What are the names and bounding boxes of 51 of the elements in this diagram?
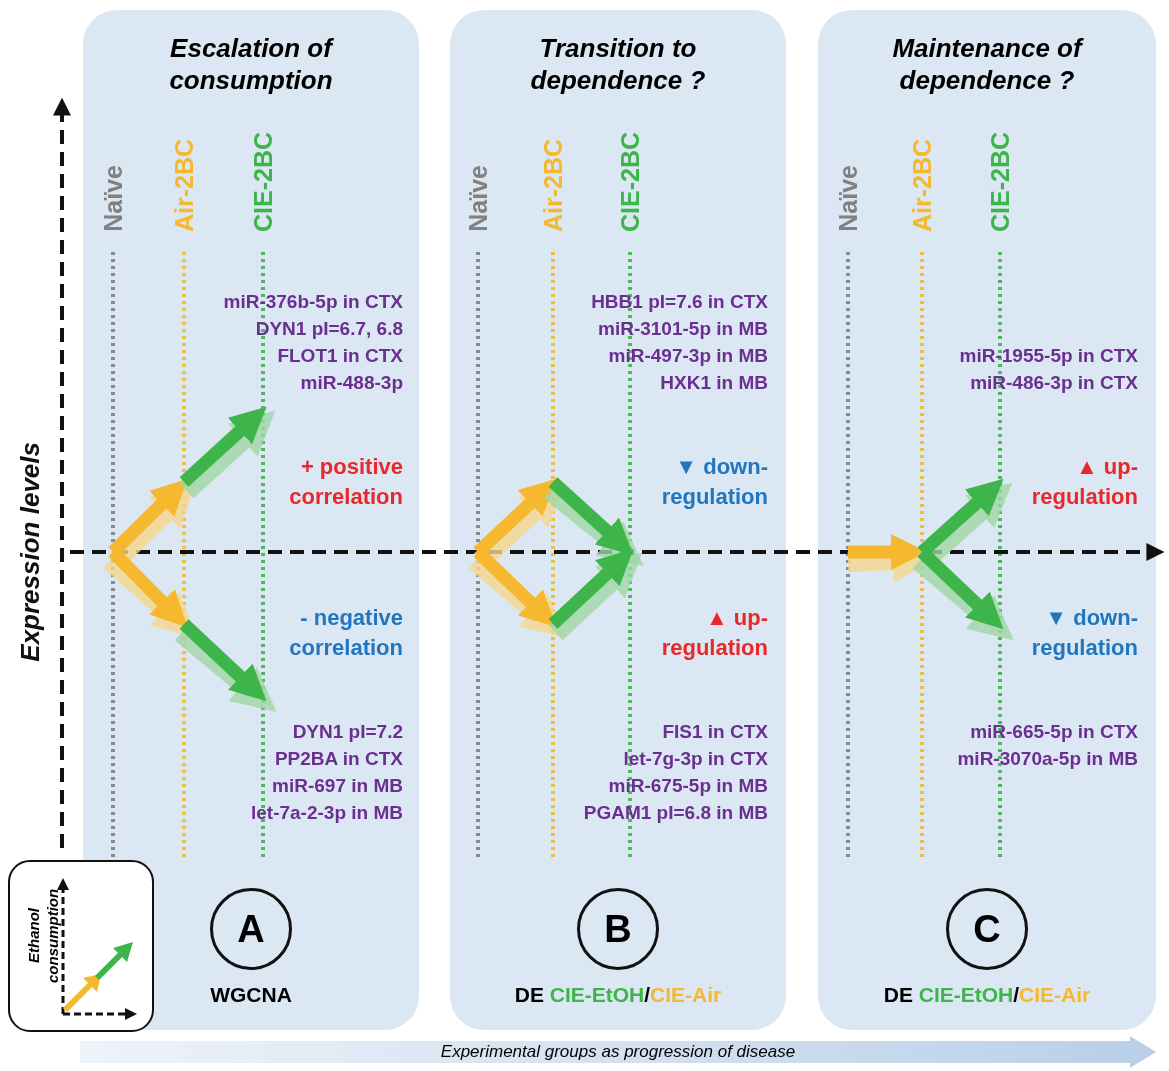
gene-label: miR-486-3p in CTX bbox=[970, 371, 1138, 395]
panel-letter-circle: C bbox=[946, 888, 1028, 970]
gene-label: miR-1955-5p in CTX bbox=[959, 344, 1138, 368]
progress-arrow: Experimental groups as progression of disease bbox=[80, 1036, 1156, 1068]
gene-label: miR-697 in MB bbox=[272, 774, 403, 798]
group-header: Air-2BC bbox=[908, 138, 936, 232]
gene-label: miR-488-3p bbox=[300, 371, 403, 395]
gene-label: miR-376b-5p in CTX bbox=[223, 290, 403, 314]
panel-title: Escalation of consumption bbox=[168, 32, 335, 96]
panel-title: Transition to dependence ? bbox=[529, 32, 707, 96]
group-header: Air-2BC bbox=[539, 138, 567, 232]
gene-label: HBB1 pI=7.6 in CTX bbox=[591, 290, 768, 314]
group-header: Naïve bbox=[99, 165, 127, 232]
gene-label: miR-675-5p in MB bbox=[608, 774, 768, 798]
group-header: Naïve bbox=[834, 165, 862, 232]
gene-label: HXK1 in MB bbox=[660, 371, 768, 395]
gene-label: miR-665-5p in CTX bbox=[970, 720, 1138, 744]
regulation-label: ▼ down-regulation bbox=[1030, 604, 1138, 662]
group-header: CIE-2BC bbox=[616, 132, 644, 232]
panel-title: Maintenance of dependence ? bbox=[891, 32, 1085, 96]
panel-card bbox=[450, 10, 786, 1030]
method-label: DE CIE-EtOH/CIE-Air bbox=[882, 983, 1092, 1007]
regulation-label: ▼ down-regulation bbox=[660, 453, 768, 511]
panel-card bbox=[83, 10, 419, 1030]
axis-label: Expression levels bbox=[15, 442, 46, 662]
panel-letter-circle: B bbox=[577, 888, 659, 970]
gene-label: let-7g-3p in CTX bbox=[623, 747, 768, 771]
gene-label: FLOT1 in CTX bbox=[277, 344, 403, 368]
group-header: CIE-2BC bbox=[249, 132, 277, 232]
regulation-label: + positive correlation bbox=[288, 453, 403, 511]
group-header: CIE-2BC bbox=[986, 132, 1014, 232]
gene-label: PP2BA in CTX bbox=[274, 747, 403, 771]
gene-label: DYN1 pI=6.7, 6.8 bbox=[255, 317, 403, 341]
gene-label: miR-3101-5p in MB bbox=[598, 317, 768, 341]
gene-label: DYN1 pI=7.2 bbox=[292, 720, 403, 744]
axis-label: Ethanol consumption bbox=[24, 887, 62, 986]
gene-label: FIS1 in CTX bbox=[662, 720, 768, 744]
gene-label: miR-497-3p in MB bbox=[608, 344, 768, 368]
regulation-label: ▲ up-regulation bbox=[660, 604, 768, 662]
method-label: WGCNA bbox=[209, 983, 293, 1007]
group-header: Naïve bbox=[464, 165, 492, 232]
gene-label: let-7a-2-3p in MB bbox=[250, 801, 403, 825]
panel-letter-circle: A bbox=[210, 888, 292, 970]
gene-label: miR-3070a-5p in MB bbox=[957, 747, 1138, 771]
panel-card bbox=[818, 10, 1156, 1030]
regulation-label: - negative correlation bbox=[288, 604, 403, 662]
group-header: Air-2BC bbox=[170, 138, 198, 232]
gene-label: PGAM1 pI=6.8 in MB bbox=[583, 801, 768, 825]
method-label: DE CIE-EtOH/CIE-Air bbox=[513, 983, 723, 1007]
inset-box bbox=[8, 860, 154, 1032]
regulation-label: ▲ up-regulation bbox=[1030, 453, 1138, 511]
